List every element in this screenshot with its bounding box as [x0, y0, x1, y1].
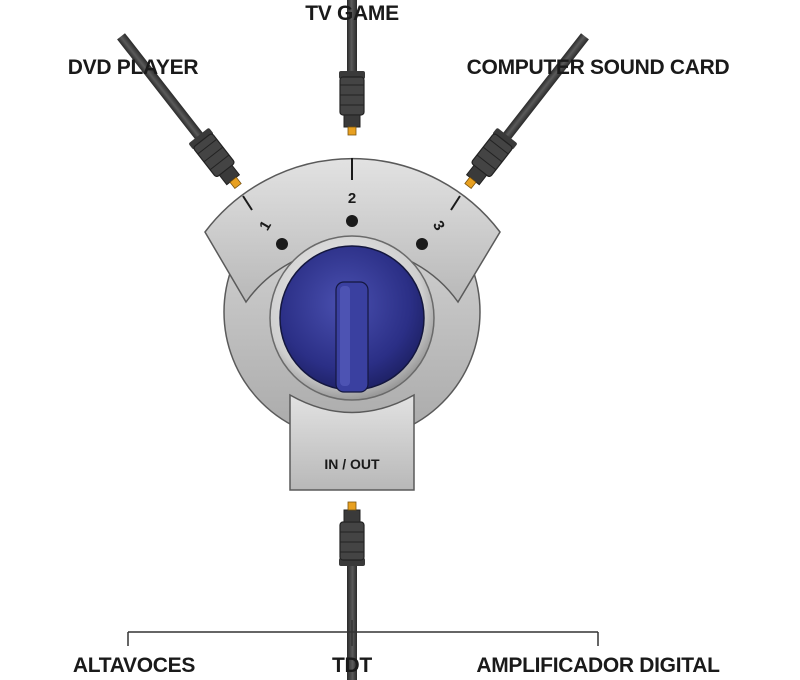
output-bracket [127, 620, 599, 646]
computer-sound-card-connector [457, 27, 596, 195]
dvd-player-connector [110, 27, 249, 195]
amplificador-digital-label: AMPLIFICADOR DIGITAL [476, 654, 720, 677]
tdt-label: TDT [332, 654, 372, 677]
dvd-player-label: DVD PLAYER [68, 56, 199, 79]
in-out-label: IN / OUT [324, 456, 380, 472]
switch-body [204, 157, 501, 491]
altavoces-label: ALTAVOCES [73, 654, 195, 677]
computer-sound-card-label: COMPUTER SOUND CARD [467, 56, 730, 79]
tv-game-label: TV GAME [305, 2, 399, 25]
port-indicators [242, 158, 461, 250]
port-2-number: 2 [348, 190, 356, 207]
